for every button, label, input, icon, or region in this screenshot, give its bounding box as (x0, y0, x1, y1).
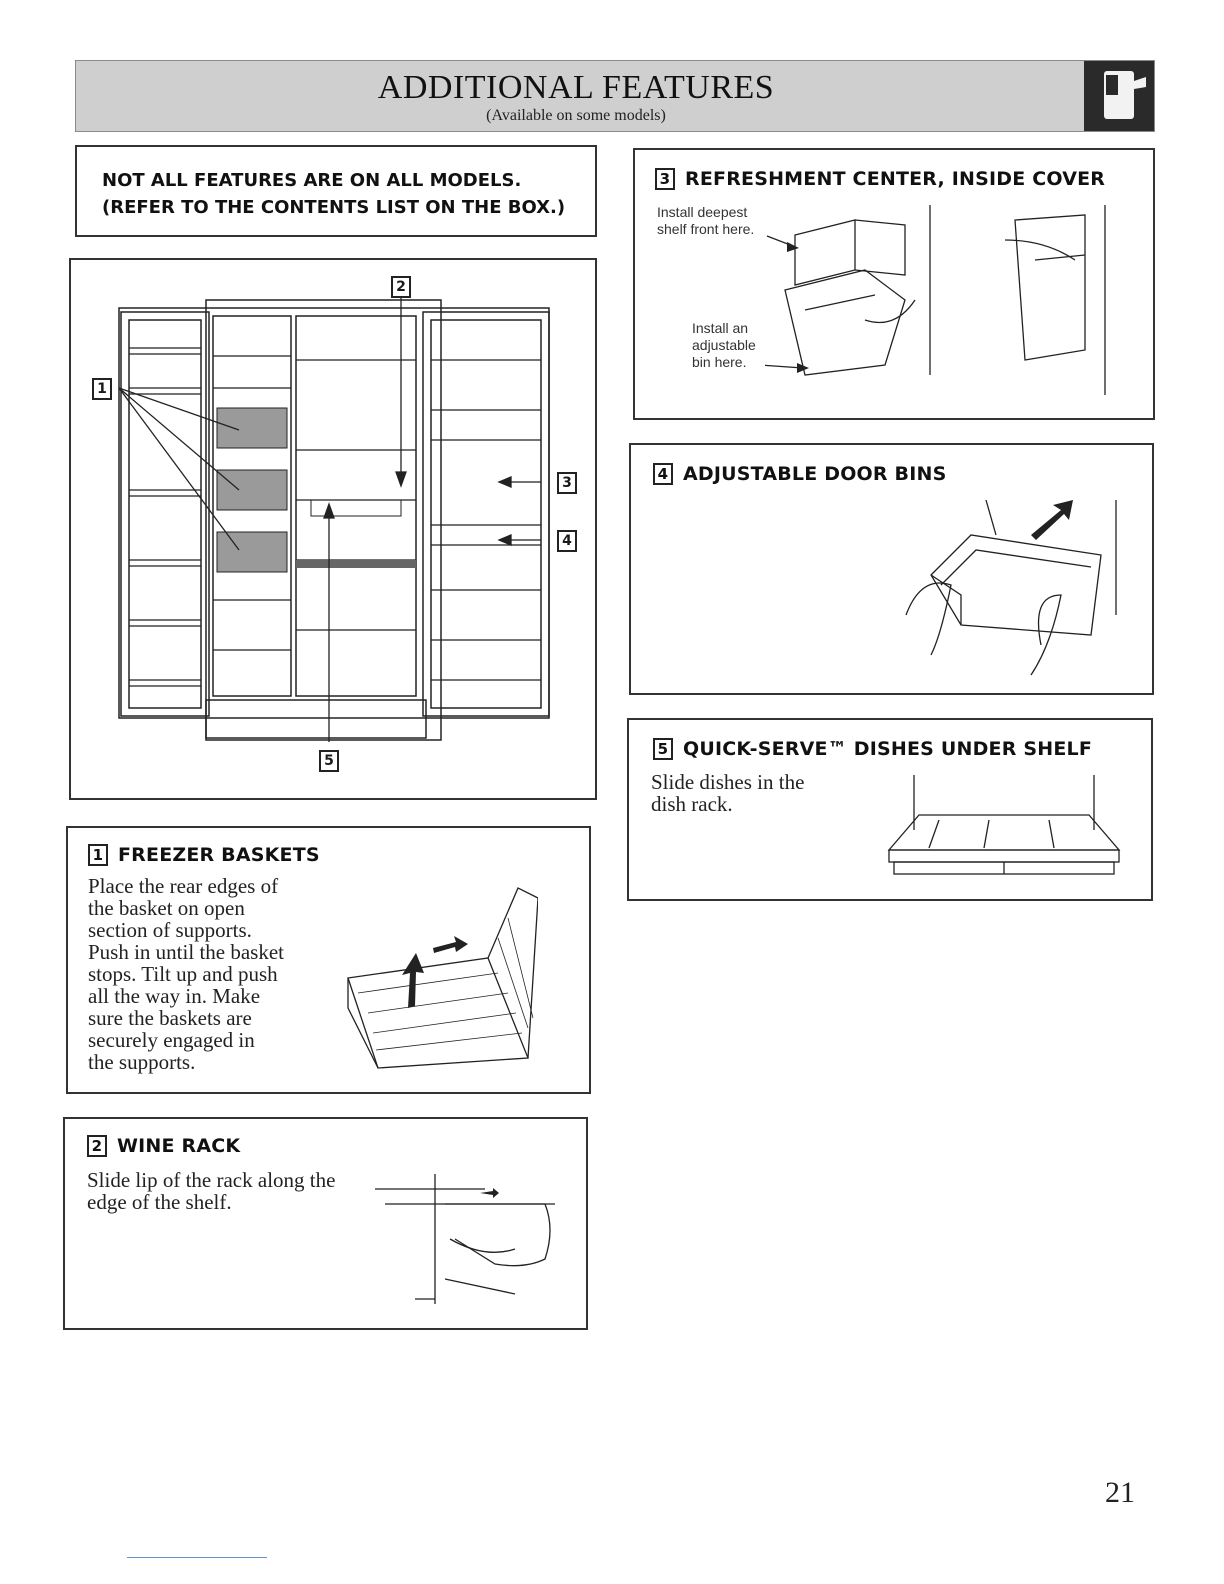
wine-rack-section: 2 WINE RACK Slide lip of the rack along t… (63, 1117, 588, 1330)
section-number: 5 (653, 738, 673, 760)
text-line: Slide lip of the rack along the (87, 1168, 336, 1192)
freezer-baskets-section: 1 FREEZER BASKETS Place the rear edges of… (66, 826, 591, 1094)
diagram-callout-2: 2 (391, 276, 411, 298)
refreshment-center-heading: 3 REFRESHMENT CENTER, INSIDE COVER (655, 168, 1105, 190)
callout-line: Install deepest (657, 204, 748, 220)
text-line: edge of the shelf. (87, 1190, 232, 1214)
quick-serve-illustration (887, 775, 1121, 875)
footer-rule (127, 1557, 267, 1558)
section-number: 2 (87, 1135, 107, 1157)
quick-serve-text: Slide dishes in the dish rack. (651, 771, 871, 815)
callout-line: Install an (692, 320, 749, 336)
section-title: QUICK-SERVE™ DISHES UNDER SHELF (683, 738, 1093, 760)
page-title: ADDITIONAL FEATURES (377, 69, 775, 106)
text-line: stops. Tilt up and push (88, 962, 278, 986)
wine-rack-heading: 2 WINE RACK (87, 1135, 240, 1157)
notice-line-2: (REFER TO THE CONTENTS LIST ON THE BOX.) (102, 197, 566, 218)
refrigerator-diagram (118, 298, 550, 742)
text-line: the basket on open (88, 896, 245, 920)
freezer-basket-illustration (347, 887, 538, 1069)
header-banner: ADDITIONAL FEATURES (Available on some m… (75, 60, 1155, 132)
quick-serve-heading: 5 QUICK-SERVE™ DISHES UNDER SHELF (653, 738, 1092, 760)
notice-box: NOT ALL FEATURES ARE ON ALL MODELS. (REF… (75, 145, 597, 237)
door-bin-illustration (905, 499, 1117, 676)
section-number: 1 (88, 844, 108, 866)
diagram-callout-1: 1 (92, 378, 112, 400)
diagram-callout-5: 5 (319, 750, 339, 772)
callout-line: adjustable (692, 337, 756, 353)
refreshment-center-section: 3 REFRESHMENT CENTER, INSIDE COVER Instal… (633, 148, 1155, 420)
section-number: 3 (655, 168, 675, 190)
door-bins-heading: 4 ADJUSTABLE DOOR BINS (653, 463, 947, 485)
refrigerator-icon (1084, 61, 1154, 131)
text-line: Slide dishes in the (651, 770, 805, 794)
section-title: WINE RACK (117, 1135, 241, 1157)
section-title: REFRESHMENT CENTER, INSIDE COVER (685, 168, 1106, 190)
text-line: the supports. (88, 1050, 196, 1074)
text-line: all the way in. Make (88, 984, 261, 1008)
quick-serve-section: 5 QUICK-SERVE™ DISHES UNDER SHELF Slide d… (627, 718, 1153, 901)
text-line: dish rack. (651, 792, 733, 816)
door-bins-section: 4 ADJUSTABLE DOOR BINS (629, 443, 1154, 695)
text-line: securely engaged in (88, 1028, 255, 1052)
wine-rack-illustration (375, 1174, 555, 1304)
refrigerator-diagram-box: 1 2 3 4 5 (69, 258, 597, 800)
refreshment-center-illustration (765, 205, 1106, 395)
page-number: 21 (1105, 1476, 1135, 1509)
page-subtitle: (Available on some models) (486, 107, 666, 124)
callout-line: shelf front here. (657, 221, 755, 237)
text-line: sure the baskets are (88, 1006, 252, 1030)
refreshment-callout-b: Install an adjustable bin here. (692, 320, 756, 371)
section-number: 4 (653, 463, 673, 485)
wine-rack-text: Slide lip of the rack along the edge of … (87, 1169, 377, 1213)
notice-line-1: NOT ALL FEATURES ARE ON ALL MODELS. (102, 170, 522, 191)
freezer-baskets-text: Place the rear edges of the basket on op… (88, 875, 338, 1073)
section-title: ADJUSTABLE DOOR BINS (683, 463, 947, 485)
text-line: Push in until the basket (88, 940, 284, 964)
text-line: Place the rear edges of (88, 874, 279, 898)
refreshment-callout-a: Install deepest shelf front here. (657, 204, 754, 238)
text-line: section of supports. (88, 918, 252, 942)
diagram-callout-3: 3 (557, 472, 577, 494)
diagram-callout-4: 4 (557, 530, 577, 552)
callout-line: bin here. (692, 354, 747, 370)
freezer-baskets-heading: 1 FREEZER BASKETS (88, 844, 320, 866)
section-title: FREEZER BASKETS (118, 844, 320, 866)
